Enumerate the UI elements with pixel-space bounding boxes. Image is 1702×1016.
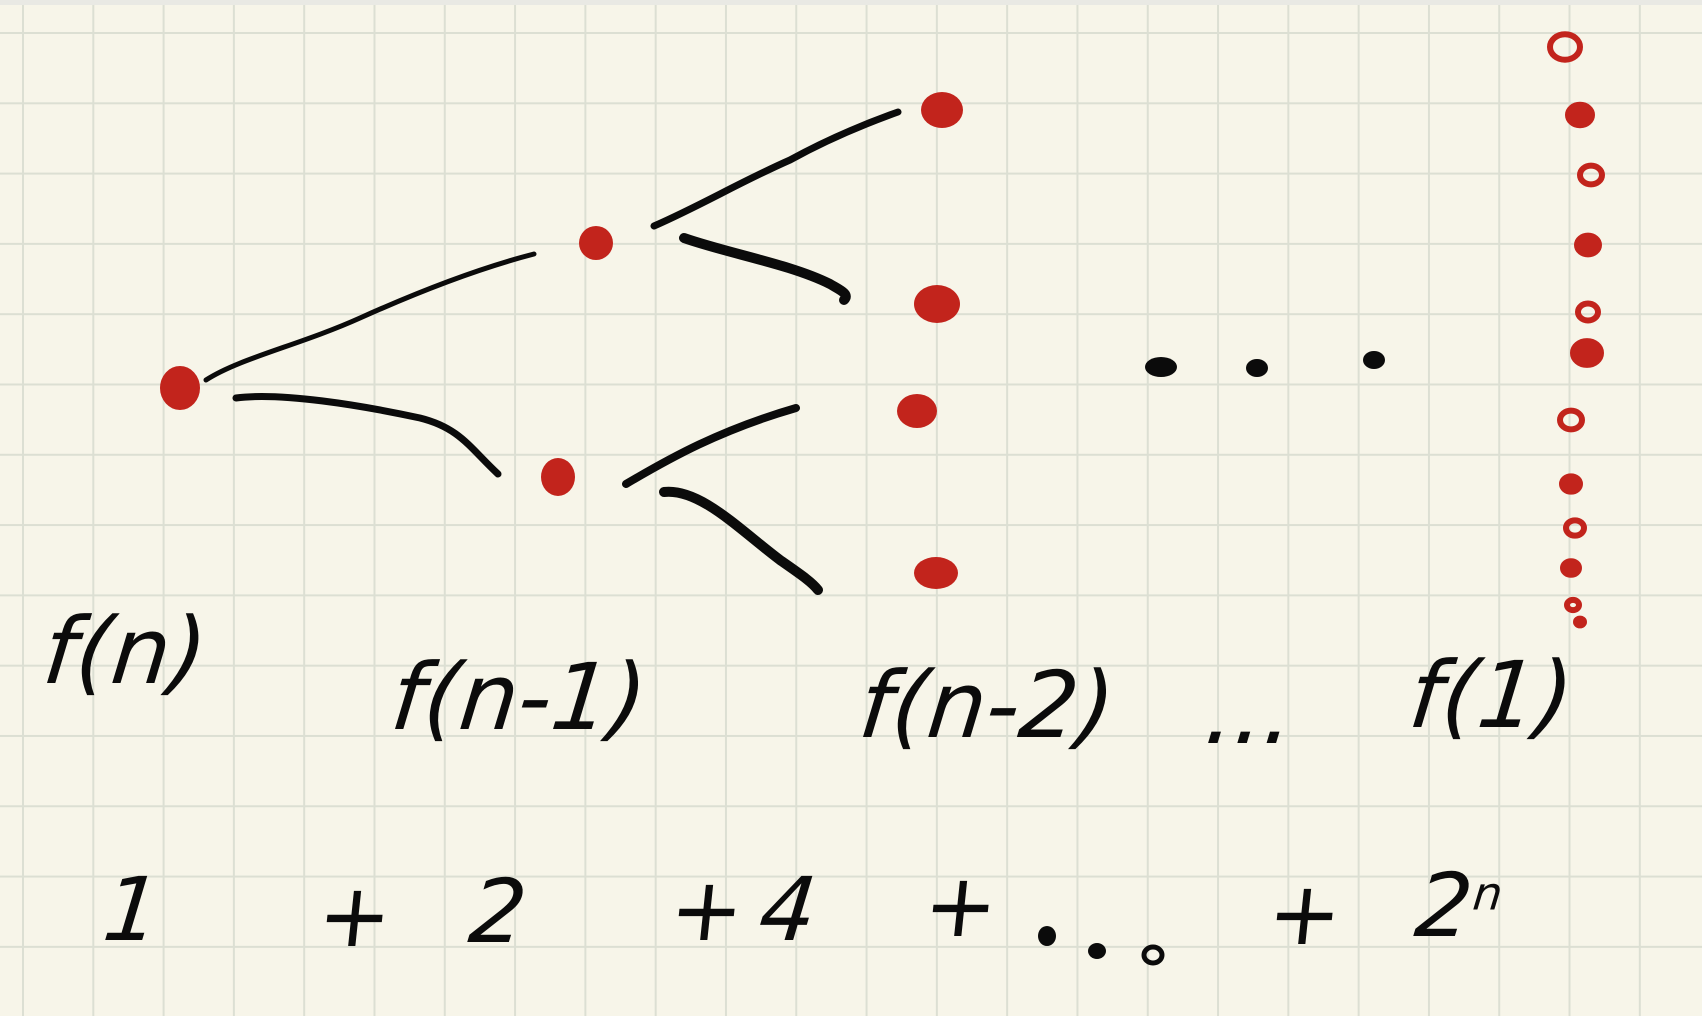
leaf-column-dot xyxy=(1547,31,1583,63)
sum-ellipsis-dot xyxy=(1088,943,1106,959)
label-f-n-minus-1: f(n-1) xyxy=(386,644,652,751)
node-lower xyxy=(541,458,575,496)
sum-term-4: 4 xyxy=(754,858,822,961)
sum-term-1: 1 xyxy=(98,858,166,961)
leaf-column-dot xyxy=(1559,473,1583,495)
leaf-column-dot xyxy=(1573,615,1587,629)
label-f-n-minus-2: f(n-2) xyxy=(854,652,1120,759)
leaf-column-dot xyxy=(1557,407,1585,433)
leaf-column xyxy=(1547,31,1605,629)
ellipsis-dot xyxy=(1363,351,1385,369)
ellipsis-dot xyxy=(1145,357,1177,377)
label-ellipsis: ... xyxy=(1200,658,1300,765)
sum-exponent: n xyxy=(1470,866,1506,921)
node-leaf xyxy=(914,285,960,323)
leaf-column-dot xyxy=(1565,101,1595,129)
sum-ellipsis-dot xyxy=(1141,944,1165,966)
branch-root-to-lower xyxy=(232,393,502,478)
leaf-column-dot xyxy=(1560,558,1582,578)
leaf-column-dot xyxy=(1563,517,1587,539)
node-upper xyxy=(579,226,613,260)
top-edge-bar xyxy=(0,0,1702,5)
node-root xyxy=(160,366,200,410)
leaf-column-dot xyxy=(1570,338,1604,368)
tree-nodes xyxy=(160,92,963,589)
node-leaf xyxy=(921,92,963,128)
leaf-column-dot xyxy=(1577,162,1605,188)
label-f-n: f(n) xyxy=(38,598,213,705)
node-leaf xyxy=(897,394,937,428)
branch-lower-to-bottom xyxy=(659,486,823,595)
sum-ellipsis-dot xyxy=(1038,926,1056,946)
sum-base: 2 xyxy=(1410,854,1478,957)
branch-upper-to-second xyxy=(679,233,851,305)
branch-upper-to-top xyxy=(650,108,902,230)
sum-term-2: 2 xyxy=(464,860,532,963)
leaf-column-dot xyxy=(1575,300,1601,324)
label-f-1: f(1) xyxy=(1404,642,1579,749)
leaf-column-dot xyxy=(1574,232,1602,258)
ellipsis-dot xyxy=(1246,359,1268,377)
leaf-column-dot xyxy=(1564,596,1582,614)
sum-plus: + xyxy=(312,864,398,967)
sum-term-2-power-n: 2n xyxy=(1411,854,1506,957)
branch-root-to-upper xyxy=(203,251,537,383)
sum-plus: + xyxy=(664,858,750,961)
node-leaf xyxy=(914,557,958,589)
branch-lower-to-third xyxy=(622,404,800,488)
sum-plus: + xyxy=(1262,862,1348,965)
sum-plus: + xyxy=(918,854,1004,957)
